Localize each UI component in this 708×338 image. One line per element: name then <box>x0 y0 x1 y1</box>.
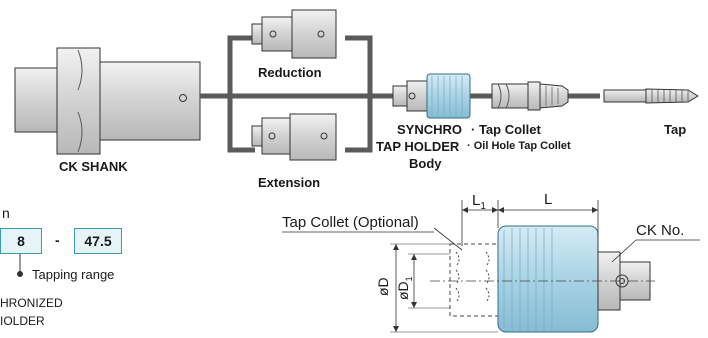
tap <box>603 88 699 104</box>
ck-shank-label: CK SHANK <box>59 159 128 174</box>
reduction-label: Reduction <box>258 65 322 80</box>
connection-lines <box>200 35 600 153</box>
synchro-line1: HRONIZED <box>0 296 63 310</box>
oil-hole-collet-label: · Oil Hole Tap Collet <box>467 140 571 152</box>
holder-label-line1: SYNCHRO <box>397 122 463 137</box>
synchro-tap-holder-body <box>392 73 471 119</box>
ck-shank <box>14 47 201 155</box>
reduction-adapter <box>251 9 337 59</box>
tap-collet-label: · Tap Collet <box>471 122 541 137</box>
dimension-drawing <box>282 200 700 333</box>
dim-l1-label: L1 <box>472 192 486 212</box>
dim-l-label: L <box>544 191 553 208</box>
synchro-line2: IOLDER <box>0 314 45 328</box>
code-box-2: 47.5 <box>74 228 122 254</box>
holder-label-line3: Body <box>409 156 442 171</box>
dim-od1-label: øD1 <box>395 276 414 300</box>
dim-od-label: øD <box>375 277 391 296</box>
designation-heading: n <box>2 205 10 221</box>
code-box-1: 8 <box>0 228 42 254</box>
tapping-range-leader <box>17 254 23 277</box>
tap-collet-optional-label: Tap Collet (Optional) <box>282 214 419 231</box>
tapping-range-label: Tapping range <box>32 267 115 282</box>
tap-label: Tap <box>664 122 687 137</box>
extension-label: Extension <box>258 175 321 190</box>
code-separator: - <box>55 232 60 248</box>
extension-adapter <box>251 113 337 161</box>
ck-no-label: CK No. <box>636 222 685 239</box>
holder-label-line2: TAP HOLDER <box>376 139 460 154</box>
tap-collet <box>491 81 569 111</box>
